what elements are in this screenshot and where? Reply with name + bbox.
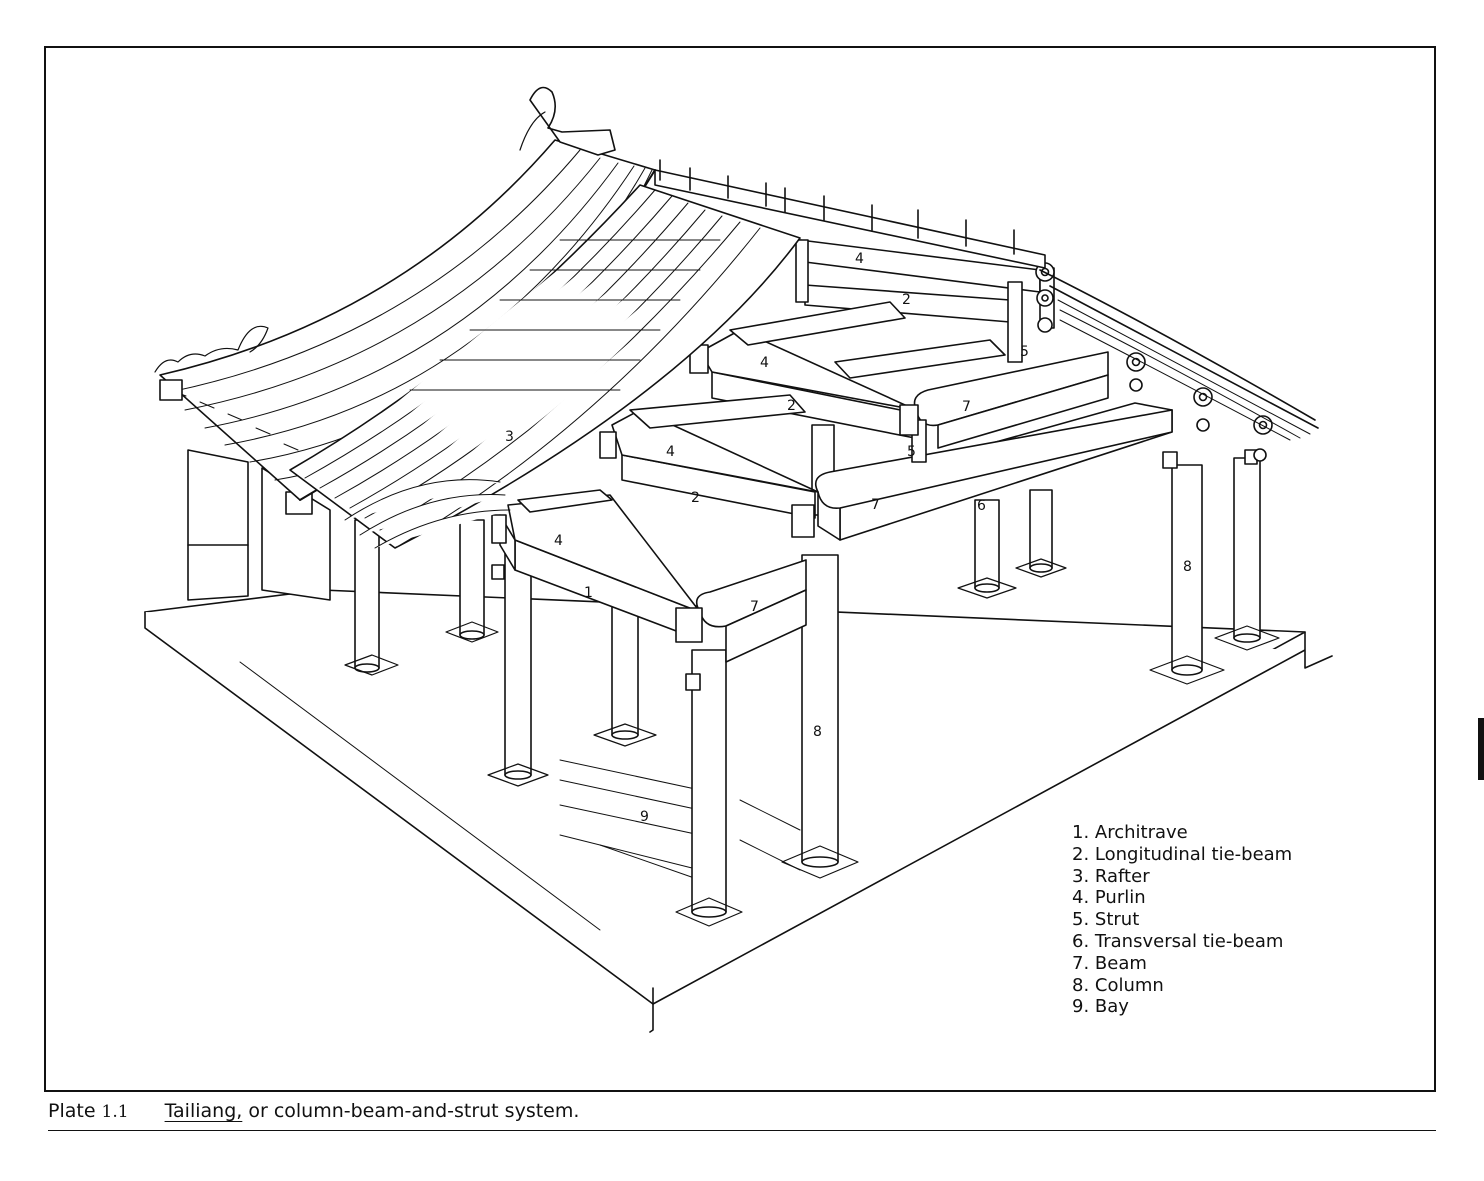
callout-8: 8	[813, 724, 822, 740]
column-base	[691, 906, 727, 918]
callout-4: 4	[666, 444, 675, 460]
callout-7: 7	[750, 599, 759, 615]
caption-description: or column-beam-and-strut system.	[242, 1100, 580, 1122]
legend-item: 2. Longitudinal tie-beam	[1072, 843, 1293, 865]
column-base	[459, 630, 485, 640]
beam-end-blocks	[491, 344, 1258, 691]
callout-2: 2	[787, 398, 796, 414]
legend-item: 1. Architrave	[1072, 822, 1188, 843]
bay-floor-hatching	[559, 759, 801, 881]
callout-7: 7	[962, 399, 971, 415]
column-base	[611, 730, 639, 740]
callouts: 1 2 2 2 3 4 4 4 4 5 5 6 7 7 7 8 8 9	[505, 251, 1192, 825]
right-roof-slope	[1039, 269, 1319, 441]
roof-ridge	[654, 159, 1046, 269]
column	[354, 519, 380, 669]
caption-rule	[48, 1130, 1436, 1131]
callout-5: 5	[1020, 344, 1029, 360]
diagram-frame	[44, 46, 1436, 1092]
plate-number: 1.1	[101, 1102, 129, 1122]
callout-2: 2	[691, 490, 700, 506]
legend-item: 7. Beam	[1072, 952, 1147, 974]
joists	[517, 301, 1006, 513]
legend-item: 5. Strut	[1072, 909, 1140, 931]
column-base-plates	[344, 558, 1280, 927]
legend: 1. Architrave 2. Longitudinal tie-beam 3…	[1072, 822, 1292, 1018]
column-base	[504, 770, 532, 780]
column	[504, 544, 532, 776]
column	[691, 649, 727, 913]
callout-4: 4	[554, 533, 563, 549]
column-base	[1029, 563, 1053, 573]
legend-item: 6. Transversal tie-beam	[1072, 930, 1284, 952]
callout-1: 1	[584, 585, 593, 601]
callout-4: 4	[760, 355, 769, 371]
column	[974, 499, 1000, 589]
column-base	[1171, 664, 1203, 676]
callout-7: 7	[871, 497, 880, 513]
callout-2: 2	[902, 292, 911, 308]
plate-word: Plate	[48, 1100, 96, 1122]
column	[801, 554, 839, 863]
caption-term: Tailiang,	[164, 1100, 243, 1122]
page-edge-tab	[1478, 718, 1484, 780]
callout-6: 6	[977, 498, 986, 514]
callout-3: 3	[505, 429, 514, 445]
column-base	[354, 663, 380, 673]
callout-4: 4	[855, 251, 864, 267]
rafter-sheet	[289, 184, 801, 549]
legend-item: 8. Column	[1072, 974, 1164, 996]
callout-8: 8	[1183, 559, 1192, 575]
callout-9: 9	[640, 809, 649, 825]
column-base	[1233, 633, 1261, 643]
callout-5: 5	[907, 444, 916, 460]
legend-item: 9. Bay	[1072, 996, 1129, 1018]
column-base	[974, 583, 1000, 593]
column-base	[801, 856, 839, 868]
legend-item: 4. Purlin	[1072, 887, 1146, 909]
legend-item: 3. Rafter	[1072, 865, 1150, 887]
column	[459, 519, 485, 636]
column	[1233, 457, 1261, 639]
column	[1029, 489, 1053, 569]
